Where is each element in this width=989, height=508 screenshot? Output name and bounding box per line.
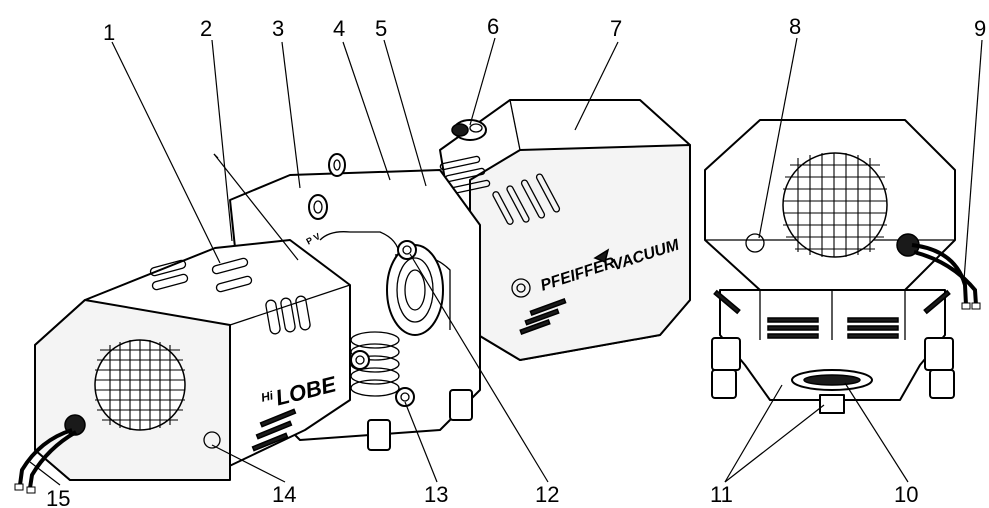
- callout-6: 6: [487, 14, 499, 39]
- fan-grille-icon: [94, 339, 186, 431]
- callout-15: 15: [46, 486, 70, 508]
- brand-arrow-icon: [593, 248, 610, 264]
- lower-front-slots: [251, 408, 297, 452]
- cable-icon: [896, 233, 981, 310]
- callout-7: 7: [610, 16, 622, 41]
- callout-1: 1: [103, 20, 115, 45]
- callout-11: 11: [710, 482, 733, 507]
- fan-grille-icon: [782, 152, 888, 258]
- callout-5: 5: [375, 16, 387, 41]
- fitting-13: [395, 387, 415, 407]
- callout-13: 13: [424, 482, 448, 507]
- callout-2: 2: [200, 16, 212, 41]
- rotor-disk: [386, 244, 444, 336]
- callout-10: 10: [894, 482, 918, 507]
- fitting-12: [397, 240, 417, 260]
- leader-lines: [29, 37, 983, 486]
- side-vent-slots: [265, 295, 311, 335]
- callout-numbers: 1 2 3 4 5 6 7 8 9 10 11 12 13 14 15: [46, 14, 986, 508]
- callout-8: 8: [789, 14, 801, 39]
- front-vent-slots: [713, 289, 951, 339]
- callout-4: 4: [333, 16, 345, 41]
- cable-icon: [14, 414, 86, 494]
- pump-front-view: [704, 119, 981, 414]
- rear-vent-slots: [439, 155, 561, 225]
- callout-9: 9: [974, 16, 986, 41]
- callout-3: 3: [272, 16, 284, 41]
- pump-side-view: PFEIFFER VACUUM: [14, 99, 691, 494]
- callout-14: 14: [272, 482, 296, 507]
- callout-12: 12: [535, 482, 559, 507]
- model-prefix-text: Hi: [260, 388, 276, 405]
- valve-icon: [451, 119, 487, 141]
- front-motor-housing: Hi LOBE: [14, 239, 370, 494]
- top-vent-slots: [149, 257, 253, 293]
- lower-vent-slots: [519, 298, 567, 335]
- eye-bolt-icon: [308, 153, 346, 220]
